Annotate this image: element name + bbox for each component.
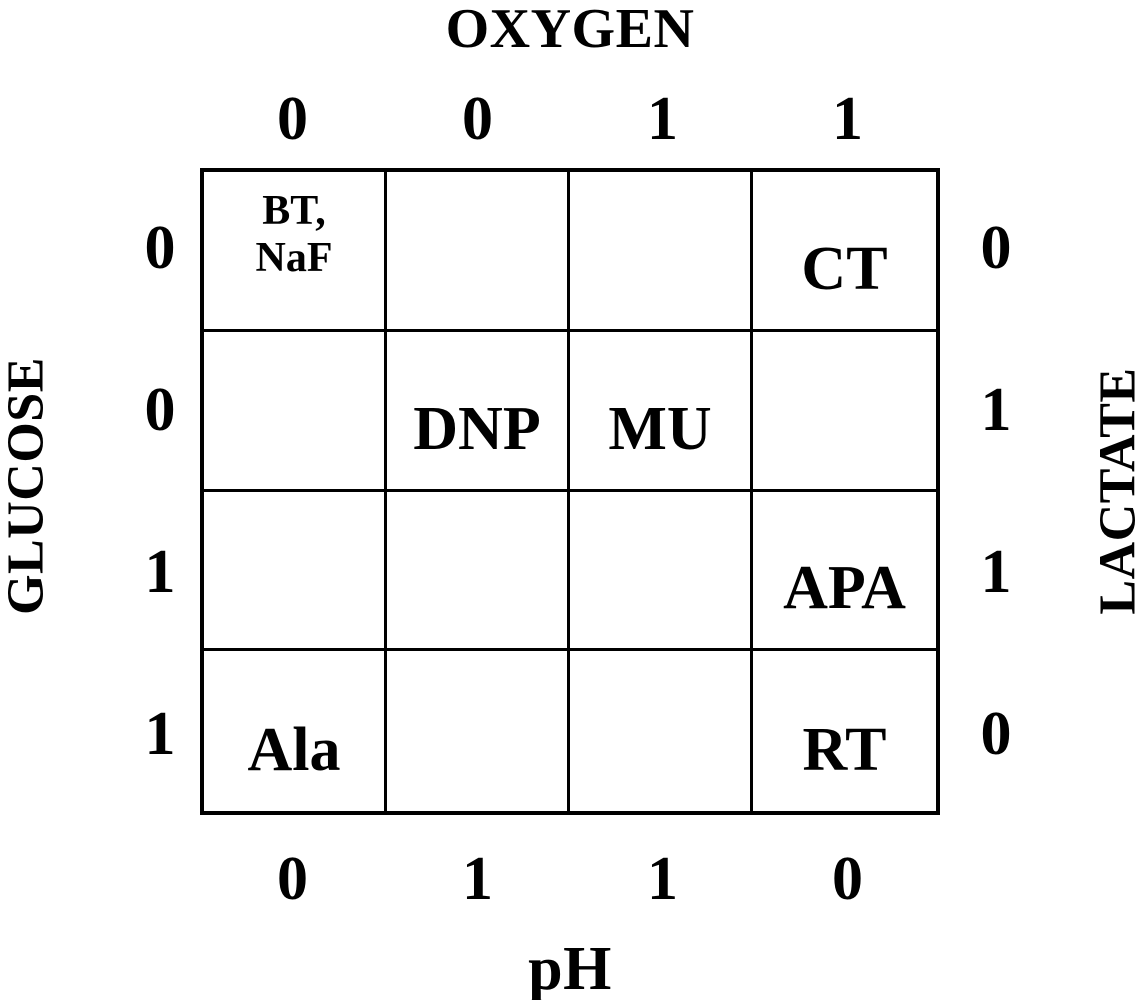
oxygen-value-3: 1 — [832, 85, 863, 153]
ph-axis-title: pH — [528, 935, 612, 1000]
glucose-value-3: 1 — [144, 699, 176, 768]
glucose-value-2: 1 — [144, 537, 176, 606]
grid-cell-r4c3 — [570, 651, 753, 811]
ph-value-1: 1 — [462, 845, 493, 913]
oxygen-axis-title: OXYGEN — [445, 0, 695, 60]
lactate-value-2: 1 — [980, 537, 1012, 606]
grid-cell-r3c1 — [204, 491, 387, 652]
left-axis-values: 0 0 1 1 — [125, 168, 195, 815]
glucose-axis-title: GLUCOSE — [0, 357, 55, 615]
grid-cell-r4c1: Ala — [204, 651, 387, 811]
lactate-value-3: 0 — [980, 699, 1012, 768]
grid-cell-r4c4: RT — [802, 715, 887, 784]
grid-cell-r4c2 — [387, 651, 570, 811]
grid-cell-r1c3 — [570, 172, 753, 332]
oxygen-value-2: 1 — [647, 85, 678, 153]
grid-cell-r3c3 — [570, 491, 753, 652]
grid-cell-r3c4: APA — [753, 492, 936, 652]
lactate-value-0: 0 — [980, 214, 1012, 283]
ph-value-3: 0 — [832, 845, 863, 913]
ph-value-2: 1 — [647, 845, 678, 913]
grid-cell-r2c4 — [753, 332, 936, 492]
grid-cell-r3c2 — [387, 491, 570, 652]
oxygen-value-1: 0 — [462, 85, 493, 153]
grid-cell-r2c3: MU — [570, 331, 753, 492]
lactate-axis-title: LACTATE — [1089, 367, 1143, 615]
top-axis-values: 0 0 1 1 — [200, 84, 940, 154]
oxygen-value-0: 0 — [277, 85, 308, 153]
grid-cell-r1c4: CT — [753, 172, 936, 332]
grid-cell-r1c1: BT, NaF — [204, 172, 387, 332]
right-axis-values: 0 1 1 0 — [961, 168, 1031, 815]
lactate-value-1: 1 — [980, 376, 1012, 445]
bottom-axis-values: 0 1 1 0 — [200, 844, 940, 914]
glucose-value-0: 0 — [144, 214, 176, 283]
grid-cell-r1c2 — [387, 172, 570, 332]
glucose-value-1: 0 — [144, 376, 176, 445]
grid-cell-r2c1 — [204, 331, 387, 492]
ph-value-0: 0 — [277, 845, 308, 913]
grid-cell-r2c2: DNP — [387, 331, 570, 492]
